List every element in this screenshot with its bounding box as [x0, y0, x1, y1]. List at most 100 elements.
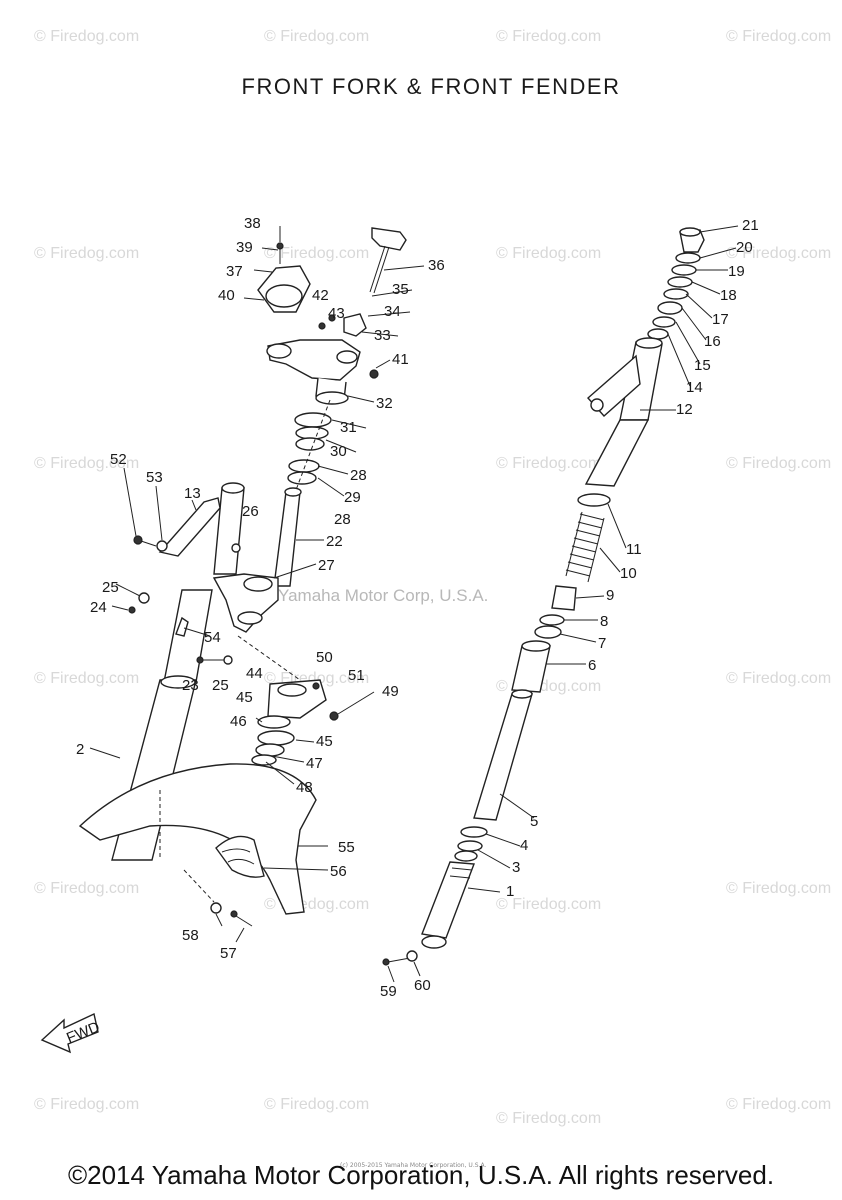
part-number: 2	[76, 741, 84, 758]
diagram-title: FRONT FORK & FRONT FENDER	[241, 74, 621, 99]
part-number: 40	[218, 287, 235, 304]
part-number: 45	[316, 733, 333, 750]
part-number: 34	[384, 303, 401, 320]
part-number: 28	[334, 511, 351, 528]
part-number: 29	[344, 489, 361, 506]
part-number: 50	[316, 649, 333, 666]
copyright-footer: ©2014 Yamaha Motor Corporation, U.S.A. A…	[67, 1160, 775, 1190]
part-number: 39	[236, 239, 253, 256]
watermark: © Firedog.com	[34, 1096, 140, 1113]
part-number: 48	[296, 779, 313, 796]
inner-tube-components	[454, 585, 577, 862]
part-number: 9	[606, 587, 614, 604]
watermark: © Firedog.com	[264, 28, 370, 45]
fender-stay-bracket-part	[133, 497, 221, 557]
part-number: 23	[182, 677, 199, 694]
watermark: © Firedog.com	[264, 1096, 370, 1113]
handlebar-holder-part	[257, 242, 311, 313]
fwd-label: FWD	[64, 1018, 102, 1047]
callout-leader-lines	[89, 225, 739, 983]
watermark: © Firedog.com	[726, 245, 832, 262]
part-number: 59	[380, 983, 397, 1000]
part-number: 8	[600, 613, 608, 630]
part-number: 47	[306, 755, 323, 772]
watermark: © Firedog.com	[726, 1096, 832, 1113]
watermark: © Firedog.com	[726, 28, 832, 45]
part-number: 3	[512, 859, 520, 876]
front-fender-part	[78, 763, 317, 915]
part-number: 22	[326, 533, 343, 550]
part-number: 1	[506, 883, 514, 900]
watermark: © Firedog.com	[726, 670, 832, 687]
part-number: 32	[376, 395, 393, 412]
watermark: © Firedog.com	[34, 670, 140, 687]
part-number: 15	[694, 357, 711, 374]
part-number: 36	[428, 257, 445, 274]
part-number: 55	[338, 839, 355, 856]
part-number: 24	[90, 599, 107, 616]
part-number: 4	[520, 837, 528, 854]
part-number: 28	[350, 467, 367, 484]
part-number: 10	[620, 565, 637, 582]
part-number: 12	[676, 401, 693, 418]
part-number: 42	[312, 287, 329, 304]
damper-rod-part	[382, 861, 475, 966]
part-number: 46	[230, 713, 247, 730]
outer-tube-part	[584, 337, 663, 487]
part-number: 49	[382, 683, 399, 700]
part-number: 30	[330, 443, 347, 460]
part-number: 7	[598, 635, 606, 652]
part-number: 52	[110, 451, 127, 468]
part-number: 33	[374, 327, 391, 344]
part-number: 37	[226, 263, 243, 280]
forward-direction-arrow: FWD	[40, 1012, 102, 1054]
watermark: © Firedog.com	[496, 245, 602, 262]
watermark: © Firedog.com	[34, 245, 140, 262]
part-number: 20	[736, 239, 753, 256]
watermark: © Firedog.com	[34, 28, 140, 45]
speedometer-drive-bracket	[251, 679, 339, 766]
part-number: 18	[720, 287, 737, 304]
part-number: 53	[146, 469, 163, 486]
part-number: 60	[414, 977, 431, 994]
watermark: © Firedog.com	[34, 455, 140, 472]
copyright-overlay: Yamaha Motor Corp, U.S.A.	[278, 586, 489, 605]
part-number: 6	[588, 657, 596, 674]
part-number: 45	[236, 689, 253, 706]
adjuster-knob-part	[369, 227, 407, 294]
fork-crown-part	[266, 313, 379, 405]
watermark: © Firedog.com	[264, 245, 370, 262]
part-number: 43	[328, 305, 345, 322]
part-number: 14	[686, 379, 703, 396]
part-number: 17	[712, 311, 729, 328]
part-number: 13	[184, 485, 201, 502]
part-number: 31	[340, 419, 357, 436]
bolt-and-washer-group	[128, 543, 253, 927]
watermark: © Firedog.com	[496, 455, 602, 472]
fork-spring-part	[565, 493, 611, 583]
watermark: © Firedog.com	[34, 880, 140, 897]
assembly-guide-lines	[159, 399, 331, 903]
part-number: 41	[392, 351, 409, 368]
part-number: 25	[212, 677, 229, 694]
part-number: 54	[204, 629, 221, 646]
steering-stem-part	[212, 487, 302, 633]
small-print: (c) 2005-2015 Yamaha Motor Corporation, …	[340, 1162, 487, 1169]
watermark: © Firedog.com	[496, 896, 602, 913]
part-number: 44	[246, 665, 263, 682]
part-number-labels: 1 2 3 4 5 6 7 8 9 10 11 12 13 14 15 16 1…	[76, 215, 759, 1000]
part-number: 57	[220, 945, 237, 962]
part-number: 19	[728, 263, 745, 280]
part-number: 26	[242, 503, 259, 520]
part-number: 51	[348, 667, 365, 684]
watermark: © Firedog.com	[726, 455, 832, 472]
part-number: 5	[530, 813, 538, 830]
part-number: 58	[182, 927, 199, 944]
watermark: © Firedog.com	[496, 1110, 602, 1127]
part-number: 25	[102, 579, 119, 596]
part-number: 27	[318, 557, 335, 574]
part-number: 21	[742, 217, 759, 234]
part-number: 38	[244, 215, 261, 232]
